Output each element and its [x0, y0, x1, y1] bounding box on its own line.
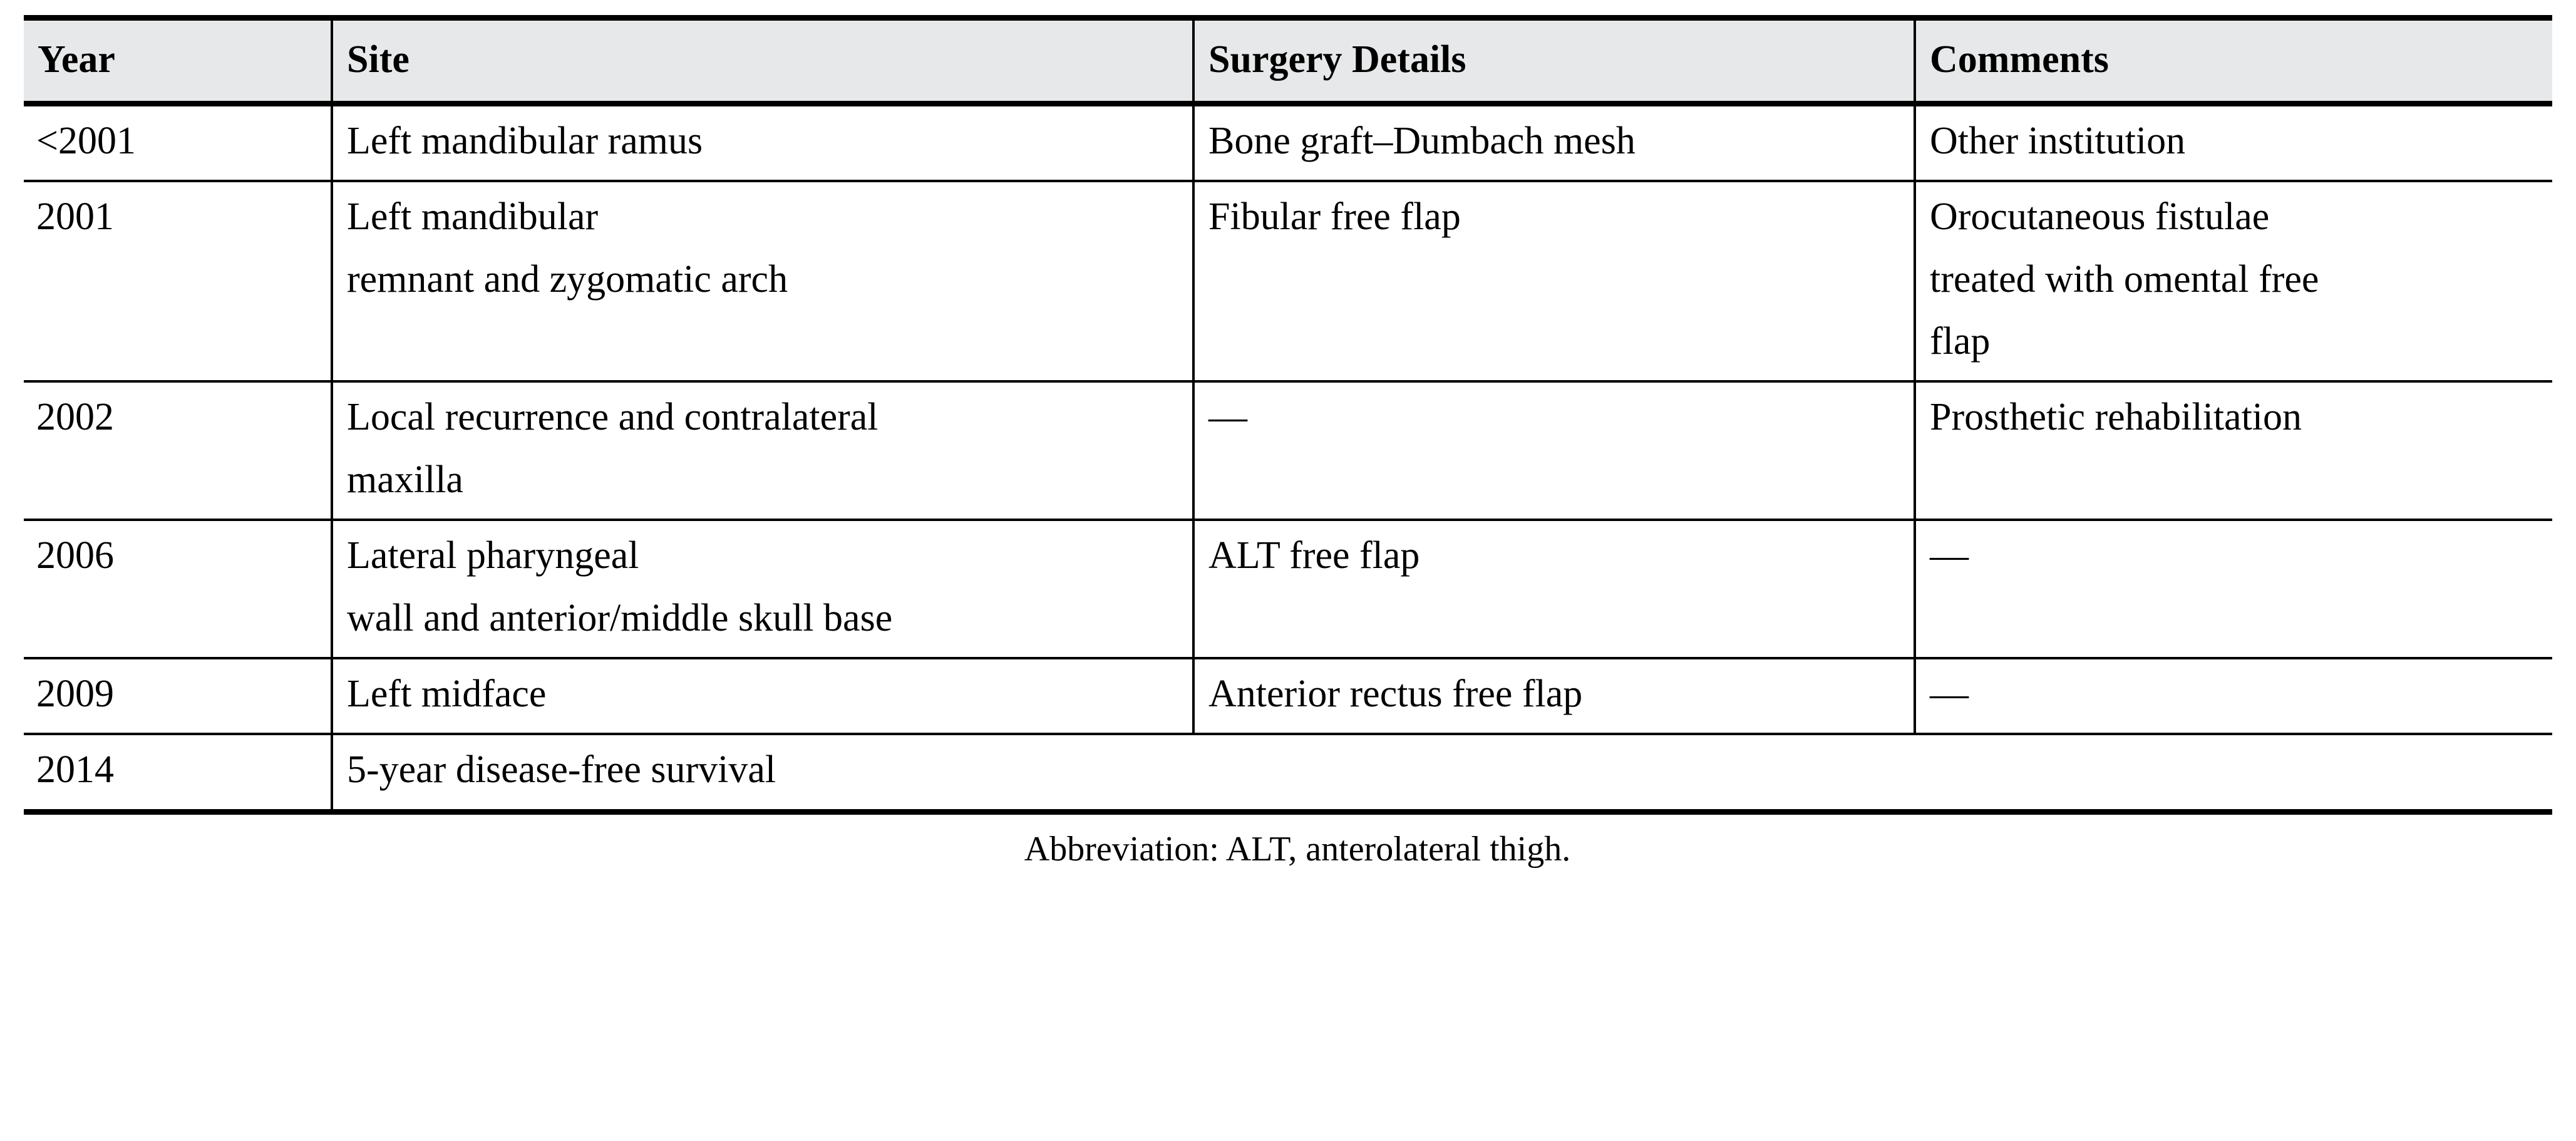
cell-line: remnant and zygomatic arch — [347, 257, 788, 301]
cell-line: Lateral pharyngeal — [347, 534, 639, 577]
cell-comments: — — [1914, 658, 2552, 736]
cell-line: Fibular free flap — [1208, 195, 1461, 239]
cell-year: 2002 — [24, 381, 332, 522]
cell-year: 2014 — [24, 734, 332, 815]
cell-line: Prosthetic rehabilitation — [1930, 396, 2302, 439]
table-row: 2002 Local recurrence and contralateral … — [24, 381, 2552, 522]
column-header-comments: Comments — [1914, 15, 2552, 106]
cell-site: Lateral pharyngeal wall and anterior/mid… — [331, 520, 1193, 659]
cell-surgery: — — [1192, 381, 1915, 522]
cell-comments: Orocutaneous fistulae treated with oment… — [1914, 181, 2552, 383]
cell-year: 2001 — [24, 181, 332, 383]
surgical-history-table: Year Site Surgery Details Comments <2001… — [24, 15, 2552, 815]
cell-line: treated with omental free — [1930, 257, 2319, 301]
cell-surgery: ALT free flap — [1192, 520, 1915, 659]
cell-line: ALT free flap — [1208, 534, 1420, 577]
table-row-summary: 2014 5-year disease-free survival — [24, 734, 2552, 815]
cell-site: Left midface — [331, 658, 1193, 736]
table-header: Year Site Surgery Details Comments — [24, 15, 2552, 106]
table-header-row: Year Site Surgery Details Comments — [24, 15, 2552, 106]
cell-line: maxilla — [347, 458, 463, 501]
cell-comments: Prosthetic rehabilitation — [1914, 381, 2552, 522]
table-row: 2009 Left midface Anterior rectus free f… — [24, 658, 2552, 736]
cell-line: Other institution — [1930, 120, 2186, 162]
cell-summary: 5-year disease-free survival — [331, 734, 2552, 815]
column-header-site: Site — [331, 15, 1193, 106]
cell-line-dash: — — [1930, 534, 1969, 577]
cell-year: 2009 — [24, 658, 332, 736]
cell-line: Anterior rectus free flap — [1208, 672, 1583, 715]
column-header-year: Year — [24, 15, 332, 106]
cell-site: Local recurrence and contralateral maxil… — [331, 381, 1193, 522]
cell-surgery: Fibular free flap — [1192, 181, 1915, 383]
table-body: <2001 Left mandibular ramus Bone graft–D… — [24, 103, 2552, 815]
cell-line-dash: — — [1930, 672, 1969, 715]
column-header-surgery: Surgery Details — [1192, 15, 1915, 106]
cell-comments: — — [1914, 520, 2552, 659]
cell-line: Left mandibular — [347, 195, 599, 239]
cell-line: Bone graft–Dumbach mesh — [1208, 120, 1636, 162]
cell-line: 5-year disease-free survival — [347, 748, 776, 792]
table-row: 2001 Left mandibular remnant and zygomat… — [24, 181, 2552, 383]
cell-site: Left mandibular remnant and zygomatic ar… — [331, 181, 1193, 383]
cell-line: Local recurrence and contralateral — [347, 396, 878, 439]
table-row: 2006 Lateral pharyngeal wall and anterio… — [24, 520, 2552, 659]
cell-line: flap — [1930, 320, 1991, 363]
cell-surgery: Anterior rectus free flap — [1192, 658, 1915, 736]
table-footnote: Abbreviation: ALT, anterolateral thigh. — [1024, 829, 1571, 869]
cell-surgery: Bone graft–Dumbach mesh — [1192, 103, 1915, 183]
cell-line: Left mandibular ramus — [347, 120, 703, 162]
cell-line: Left midface — [347, 672, 547, 715]
cell-line: wall and anterior/middle skull base — [347, 596, 893, 639]
cell-site: Left mandibular ramus — [331, 103, 1193, 183]
cell-comments: Other institution — [1914, 103, 2552, 183]
cell-line: Orocutaneous fistulae — [1930, 195, 2270, 239]
cell-year: 2006 — [24, 520, 332, 659]
cell-line-dash: — — [1208, 396, 1247, 439]
table-row: <2001 Left mandibular ramus Bone graft–D… — [24, 103, 2552, 183]
cell-year: <2001 — [24, 103, 332, 183]
